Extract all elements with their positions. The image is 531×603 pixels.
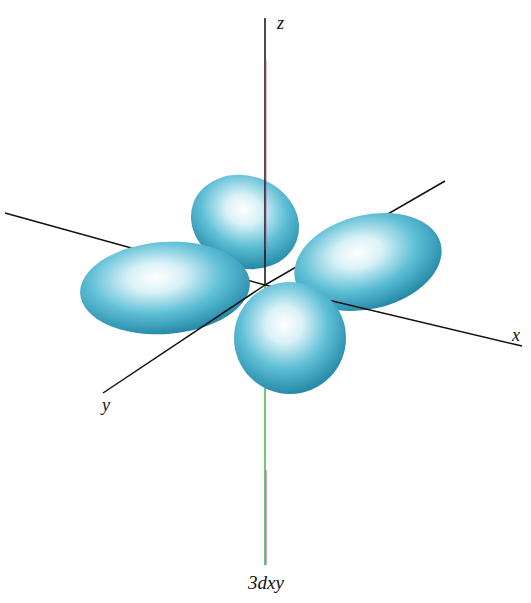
orbital-caption: 3dxy [248,573,284,592]
orbital-lobe [234,282,346,394]
z-axis-lower-tint [266,470,267,565]
orbital-lobe [77,236,253,340]
z-axis-tint [266,60,267,250]
axis-label: y [102,396,110,414]
axis-label: z [277,14,284,32]
axis-label: x [512,326,520,344]
z-axis-upper [264,18,266,285]
